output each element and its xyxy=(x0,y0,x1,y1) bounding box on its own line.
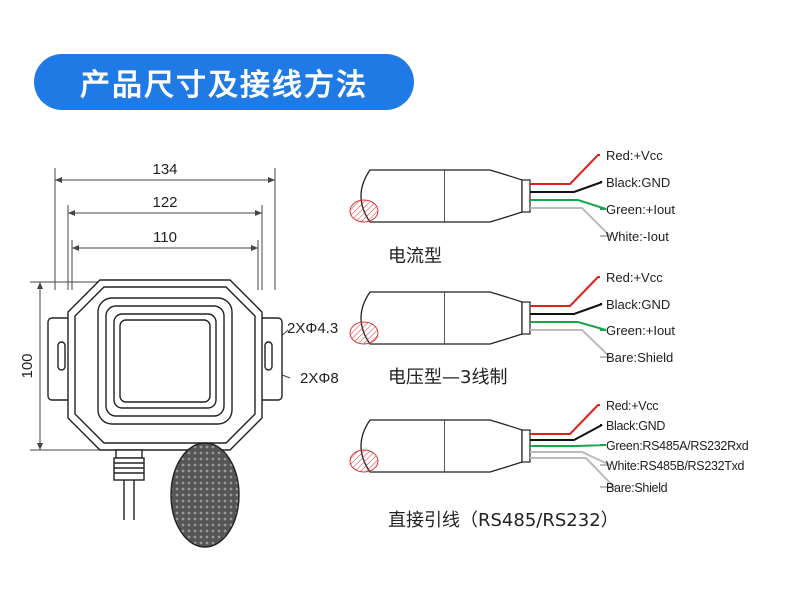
wire-line xyxy=(530,424,603,441)
page-title: 产品尺寸及接线方法 xyxy=(34,54,414,110)
wire-label: White:-Iout xyxy=(606,229,669,244)
wire-line xyxy=(530,303,603,315)
wire-label: Green:+Iout xyxy=(606,323,675,338)
cable-cross-section xyxy=(349,449,379,473)
wire-label: Bare:Shield xyxy=(606,481,668,495)
cable-cross-section xyxy=(349,321,379,345)
wire-label: Green:RS485A/RS232Rxd xyxy=(606,439,749,453)
section-label-current: 电流型 xyxy=(388,246,442,267)
wire-label: White:RS485B/RS232Txd xyxy=(606,459,745,473)
wire-label: Black:GND xyxy=(606,175,670,190)
enclosure-body xyxy=(47,279,283,520)
cable-cross-section xyxy=(349,199,379,223)
wire-line xyxy=(530,404,600,435)
wire-line xyxy=(530,329,613,358)
wire-label: Black:GND xyxy=(606,419,665,433)
cable-sheath xyxy=(445,419,523,473)
dim-width-110: 110 xyxy=(153,229,177,246)
wire-label: Black:GND xyxy=(606,297,670,312)
wire-label: Red:+Vcc xyxy=(606,270,663,285)
cable-sheath xyxy=(445,169,523,223)
wire-line xyxy=(530,207,613,237)
wire-line xyxy=(530,154,600,185)
wire-line xyxy=(530,444,607,447)
wire-line xyxy=(530,181,603,193)
filter-cap xyxy=(170,442,240,548)
wire-line xyxy=(530,457,617,488)
wire-line xyxy=(530,451,611,466)
dim-width-122: 122 xyxy=(152,194,177,211)
cable-sheath xyxy=(445,291,523,345)
dimension-lines xyxy=(30,168,291,451)
section-label-direct: 直接引线（RS485/RS232） xyxy=(388,510,619,531)
dimension-arrows xyxy=(37,177,275,450)
wire-line xyxy=(530,199,607,210)
wire-label: Bare:Shield xyxy=(606,350,673,365)
dim-width-134: 134 xyxy=(152,161,177,178)
dim-hole-large: 2XΦ8 xyxy=(300,370,339,387)
wire-line xyxy=(530,276,600,307)
wire-label: Red:+Vcc xyxy=(606,399,658,413)
section-label-voltage: 电压型—3线制 xyxy=(388,367,507,388)
dim-hole-small: 2XΦ4.3 xyxy=(287,320,338,337)
wire-label: Red:+Vcc xyxy=(606,148,663,163)
wire-label: Green:+Iout xyxy=(606,202,675,217)
dim-height-100: 100 xyxy=(19,353,36,378)
wire-line xyxy=(530,321,607,331)
